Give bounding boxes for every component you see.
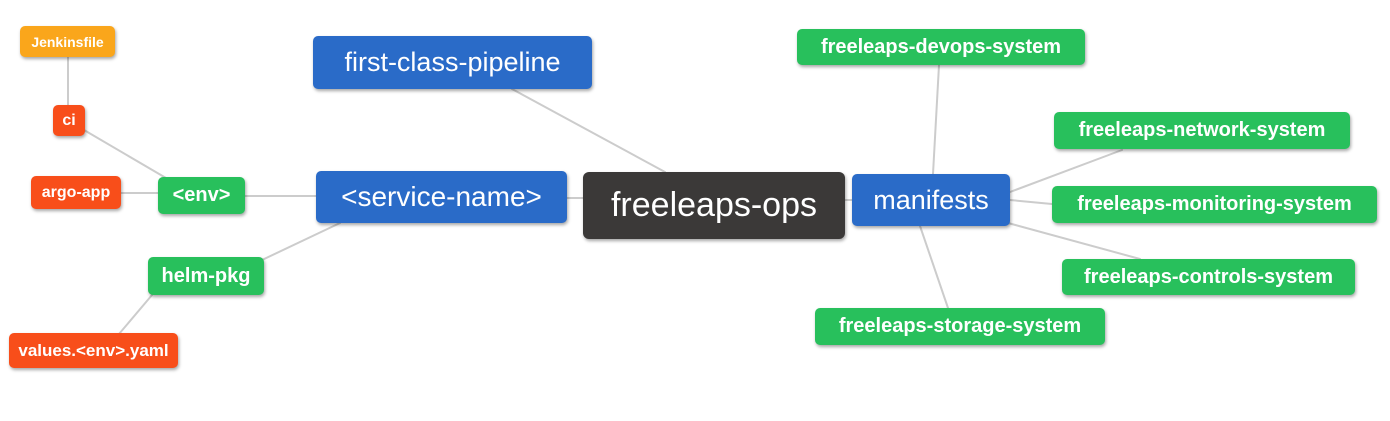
node-jenkinsfile[interactable]: Jenkinsfile — [20, 26, 115, 57]
edge-manifests-monitoring-system — [1009, 199, 1053, 205]
edge-service-name-helm-pkg — [261, 222, 341, 261]
node-service-name[interactable]: <service-name> — [316, 171, 567, 223]
node-label-freeleaps-ops: freeleaps-ops — [610, 186, 817, 224]
node-label-service-name: <service-name> — [341, 181, 542, 212]
node-freeleaps-ops[interactable]: freeleaps-ops — [583, 172, 845, 239]
node-monitoring-system[interactable]: freeleaps-monitoring-system — [1052, 186, 1377, 223]
node-label-jenkinsfile: Jenkinsfile — [31, 33, 104, 50]
node-label-storage-system: freeleaps-storage-system — [838, 315, 1082, 337]
node-label-controls-system: freeleaps-controls-system — [1084, 265, 1333, 288]
node-label-ci: ci — [62, 111, 76, 129]
edge-manifests-network-system — [1009, 149, 1123, 193]
edge-manifests-controls-system — [1007, 222, 1141, 260]
node-manifests[interactable]: manifests — [852, 174, 1010, 226]
node-label-manifests: manifests — [873, 184, 989, 215]
node-values-env-yaml[interactable]: values.<env>.yaml — [9, 333, 178, 368]
node-label-network-system: freeleaps-network-system — [1078, 119, 1326, 141]
edge-helm-pkg-values-env-yaml — [118, 294, 153, 335]
node-helm-pkg[interactable]: helm-pkg — [148, 257, 264, 295]
edge-first-class-pipeline-freeleaps-ops — [511, 88, 666, 173]
node-controls-system[interactable]: freeleaps-controls-system — [1062, 259, 1355, 295]
node-label-first-class-pipeline: first-class-pipeline — [344, 47, 561, 77]
node-env[interactable]: <env> — [158, 177, 245, 214]
node-argo-app[interactable]: argo-app — [31, 176, 121, 209]
edge-ci-env — [83, 129, 167, 179]
node-label-argo-app: argo-app — [41, 183, 111, 201]
node-storage-system[interactable]: freeleaps-storage-system — [815, 308, 1105, 345]
node-devops-system[interactable]: freeleaps-devops-system — [797, 29, 1085, 65]
node-label-values-env-yaml: values.<env>.yaml — [18, 340, 169, 360]
node-network-system[interactable]: freeleaps-network-system — [1054, 112, 1350, 149]
node-label-monitoring-system: freeleaps-monitoring-system — [1077, 193, 1352, 215]
node-label-helm-pkg: helm-pkg — [161, 264, 251, 287]
node-first-class-pipeline[interactable]: first-class-pipeline — [313, 36, 592, 89]
node-label-devops-system: freeleaps-devops-system — [820, 35, 1062, 58]
edge-manifests-storage-system — [919, 225, 949, 309]
node-ci[interactable]: ci — [53, 105, 85, 136]
node-label-env: <env> — [172, 184, 231, 206]
edge-manifests-devops-system — [932, 64, 940, 175]
